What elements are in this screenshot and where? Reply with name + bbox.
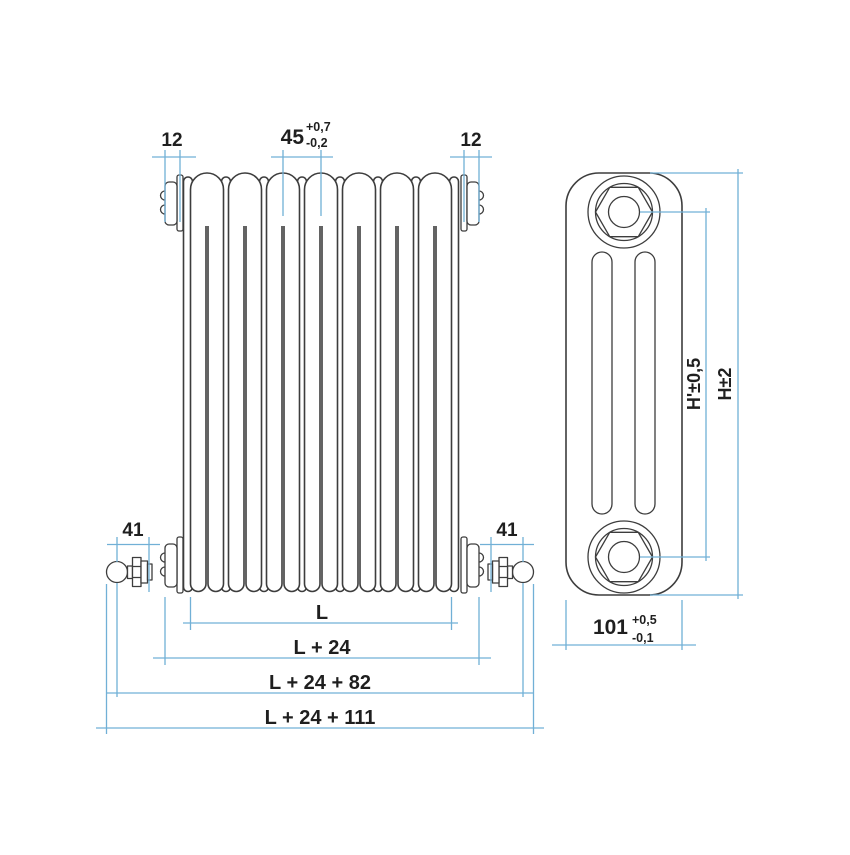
dim-101-tol-minus: -0,1 [632,631,654,645]
dim-12-right-label: 12 [460,130,481,151]
dimension-L24-82: L + 24 + 82 [107,672,533,694]
radiator-tube [359,226,377,593]
groove-left [591,251,613,515]
dimension-41-right: 41 [480,520,534,697]
dim-H-outer-label: H±2 [715,368,735,401]
radiator-tube [303,226,321,593]
dim-L24-82-label: L + 24 + 82 [269,672,371,694]
dim-101-tol-plus: +0,5 [632,613,657,627]
section-head [341,172,377,226]
dimension-L: L [183,597,458,630]
valve-bottom-right [487,556,535,588]
plug-boss-bottom [587,520,661,594]
dim-L-label: L [316,602,328,624]
radiator-tube [379,226,397,593]
radiator-tube [245,226,263,593]
dim-L24-111-label: L + 24 + 111 [265,707,376,729]
valve-bottom-left [105,556,153,588]
dim-45-value: 45 [281,126,305,149]
radiator-tube [265,226,283,593]
dimension-101: 101 +0,5 -0,1 [552,600,696,650]
dim-41-right-label: 41 [496,520,518,541]
dimension-45-pitch: 45 +0,7 -0,2 [271,120,333,216]
tube-bank [182,172,460,593]
dim-101-value: 101 [593,616,628,639]
bushing-bottom-left [159,536,184,594]
dim-L24-label: L + 24 [294,637,352,659]
dim-45-tol-minus: -0,2 [306,136,328,150]
radiator-tube [207,226,225,593]
dimension-41-left: 41 [107,520,160,697]
section-head [189,172,225,226]
dimension-12-right: 12 [450,130,492,222]
dimension-H-outer: H±2 [650,169,743,599]
side-view [565,172,683,596]
dim-12-left-label: 12 [161,130,182,151]
dimension-12-left: 12 [152,130,196,222]
radiator-tube [227,226,245,593]
radiator-tube [397,226,415,593]
dim-41-left-label: 41 [122,520,144,541]
section-head [417,172,453,226]
groove-right [634,251,656,515]
dim-H-inner-label: H'±0,5 [684,358,704,410]
dimension-H-inner: H'±0,5 [640,208,710,561]
section-head [379,172,415,226]
radiator-tube [321,226,339,593]
dimension-L24: L + 24 [153,597,491,665]
radiator-tube [283,226,301,593]
radiator-tube [341,226,359,593]
radiator-tube [435,226,453,593]
bushing-bottom-right [460,536,485,594]
section-head [227,172,263,226]
plug-boss-top [587,175,661,249]
radiator-tube [189,226,207,593]
dimension-L24-111: L + 24 + 111 [96,584,544,734]
radiator-tube [417,226,435,593]
dim-45-tol-plus: +0,7 [306,120,331,134]
front-view [105,172,535,594]
